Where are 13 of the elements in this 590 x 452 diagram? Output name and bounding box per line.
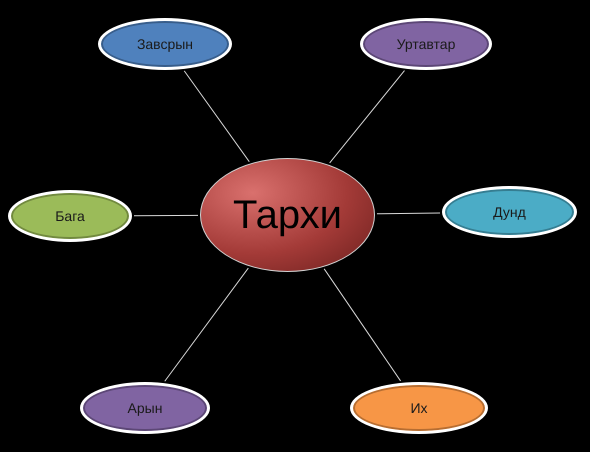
node-label: Завсрын xyxy=(136,34,194,54)
connector-line xyxy=(184,70,250,162)
connector-line xyxy=(329,70,405,164)
connector-line xyxy=(324,268,402,382)
connector-line xyxy=(134,214,198,216)
node-label: Их xyxy=(410,398,428,418)
connector-line xyxy=(376,212,441,214)
connector-line xyxy=(164,268,249,382)
node-label: Уртавтар xyxy=(396,34,456,54)
node-label: Бага xyxy=(55,206,85,226)
node-label: Арын xyxy=(128,398,162,418)
node-label: Дунд xyxy=(493,202,526,222)
node-label: Тархи xyxy=(232,195,342,235)
